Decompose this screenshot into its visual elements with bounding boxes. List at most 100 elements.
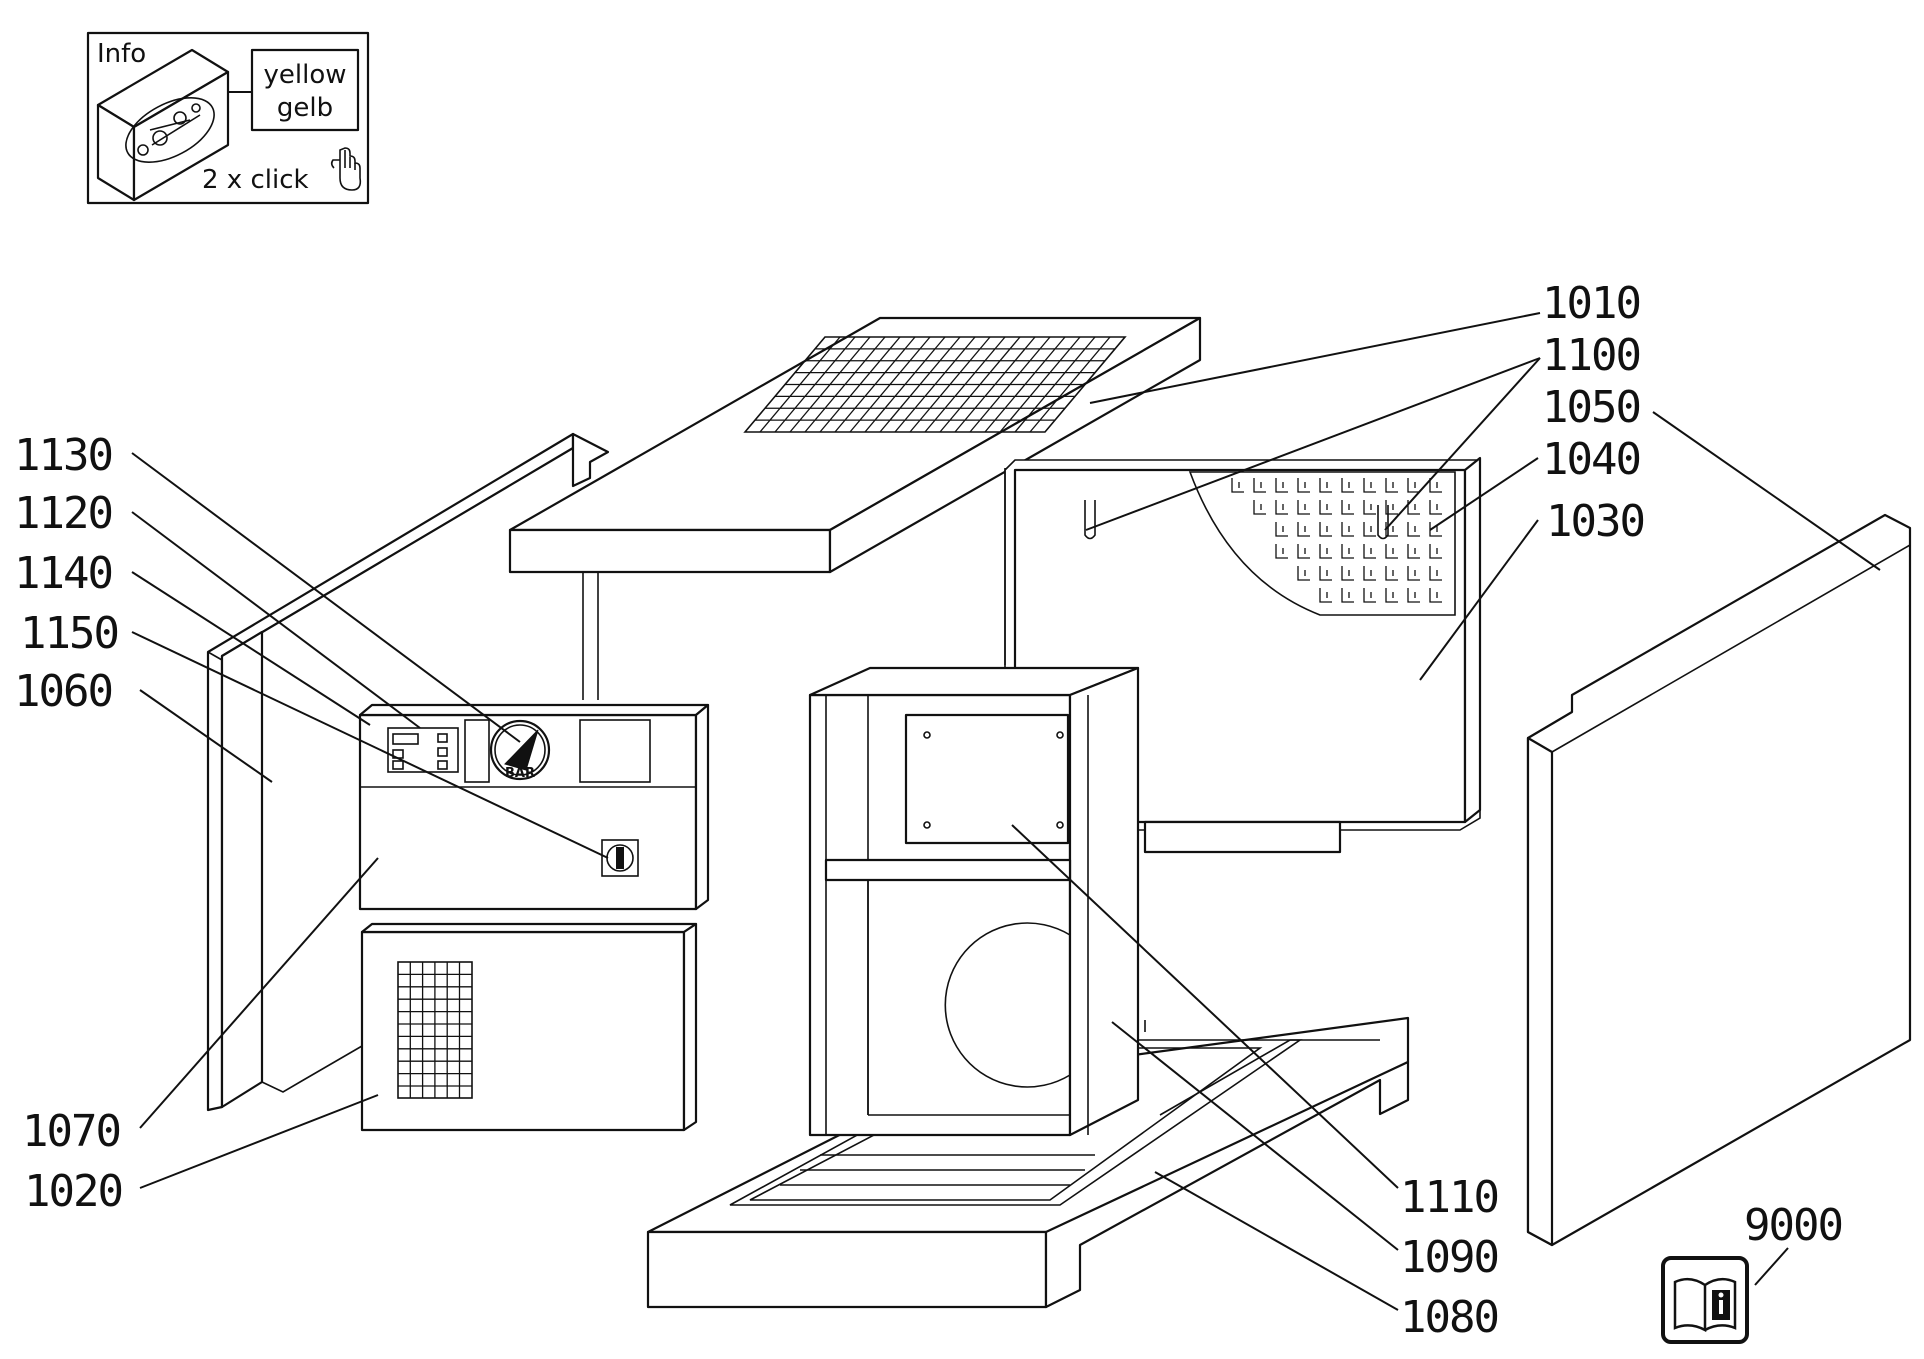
- cutaway-mark: [1407, 522, 1420, 537]
- grid-line: [759, 336, 841, 433]
- cutaway-mark: [1341, 544, 1354, 559]
- cutaway-mark: [1407, 478, 1420, 493]
- cutaway-mark: [1253, 478, 1266, 493]
- grid-line: [789, 336, 871, 433]
- grid-line: [939, 336, 1021, 433]
- pointing-hand-icon: [330, 147, 362, 191]
- left-side-panel: [206, 432, 610, 1112]
- grid-line: [999, 336, 1081, 433]
- cutaway-mark: [1385, 588, 1398, 603]
- callout-1050: 1050: [1542, 382, 1640, 433]
- callout-labels: 1010 1100 1050 1040 1030 1130 1120 1140 …: [14, 278, 1844, 1343]
- cutaway-mark: [1319, 588, 1332, 603]
- control-box: BAR: [358, 703, 710, 911]
- double-click-hint: 2 x click: [202, 165, 309, 195]
- info-title: Info: [97, 39, 146, 69]
- cutaway-mark: [1363, 588, 1376, 603]
- grid-line: [984, 336, 1066, 433]
- grid-line: [834, 336, 916, 433]
- color-name-de: gelb: [277, 93, 333, 123]
- cutaway-mark: [1275, 500, 1288, 515]
- cutaway-mark: [1385, 544, 1398, 559]
- leader-lines: [131, 312, 1881, 1311]
- grid-line: [879, 336, 961, 433]
- fan-opening: [944, 922, 1071, 1088]
- cutaway-mark: [1429, 588, 1442, 603]
- cutaway-mark: [1341, 522, 1354, 537]
- grid-line: [1029, 336, 1111, 433]
- cutaway-mark: [1341, 588, 1354, 603]
- cutaway-mark: [1297, 478, 1310, 493]
- callout-1010: 1010: [1542, 278, 1640, 329]
- cutaway-mark: [1363, 500, 1376, 515]
- manual-info-icon[interactable]: [1661, 1256, 1749, 1344]
- cutaway-mark: [1385, 566, 1398, 581]
- cutaway-mark: [1275, 478, 1288, 493]
- cutaway-mark: [1341, 566, 1354, 581]
- info-box-thumbnail: [96, 48, 230, 202]
- cutaway-mark: [1319, 522, 1332, 537]
- grid-line: [819, 336, 901, 433]
- grid-line: [969, 336, 1051, 433]
- cutaway-mark: [1297, 522, 1310, 537]
- cutaway-mark: [1253, 500, 1266, 515]
- info-box[interactable]: Info yellow gelb 2 x click: [86, 31, 370, 205]
- cutaway-mark: [1407, 566, 1420, 581]
- cutaway-mark: [1319, 566, 1332, 581]
- gauge-unit-label: BAR: [505, 766, 535, 781]
- cutaway-mark: [1363, 566, 1376, 581]
- color-name-en: yellow: [263, 60, 346, 90]
- grid-line: [894, 336, 976, 433]
- grid-line: [774, 336, 856, 433]
- cutaway-mark: [1429, 522, 1442, 537]
- callout-1110: 1110: [1400, 1172, 1498, 1223]
- cutaway-mark: [1363, 522, 1376, 537]
- lower-cabinet-vent-grid: [397, 961, 473, 1099]
- callout-1090: 1090: [1400, 1232, 1498, 1283]
- grid-line: [909, 336, 991, 433]
- cutaway-mark: [1231, 478, 1244, 493]
- callout-1070: 1070: [22, 1106, 120, 1157]
- cutaway-mark: [1385, 478, 1398, 493]
- top-cover-vent-grid: [743, 336, 1127, 433]
- cutaway-mark: [1319, 500, 1332, 515]
- cutaway-mark: [1385, 522, 1398, 537]
- grid-line: [1014, 336, 1096, 433]
- cutaway-mark: [1429, 500, 1442, 515]
- pressure-gauge: BAR: [489, 719, 551, 781]
- cutaway-mark: [1429, 478, 1442, 493]
- grid-line: [864, 336, 946, 433]
- cutaway-mark: [1297, 566, 1310, 581]
- cutaway-mark: [1407, 544, 1420, 559]
- mounting-plate: [904, 713, 1070, 845]
- callout-1150: 1150: [20, 608, 118, 659]
- cutaway-mark: [1341, 478, 1354, 493]
- cutaway-mark: [1319, 478, 1332, 493]
- callout-1080: 1080: [1400, 1292, 1498, 1343]
- cutaway-mark: [1385, 500, 1398, 515]
- grid-line: [954, 336, 1036, 433]
- lower-cabinet: [360, 922, 698, 1132]
- callout-1020: 1020: [24, 1166, 122, 1217]
- callout-1100: 1100: [1542, 330, 1640, 381]
- right-side-panel: [1526, 513, 1912, 1247]
- callout-1030: 1030: [1546, 496, 1644, 547]
- color-swatch-label: [250, 48, 360, 132]
- callout-1130: 1130: [14, 430, 112, 481]
- center-frame: [808, 666, 1140, 1137]
- cutaway-mark: [1341, 500, 1354, 515]
- cutaway-mark: [1363, 544, 1376, 559]
- grid-line: [924, 336, 1006, 433]
- cutaway-mark: [1297, 544, 1310, 559]
- callout-1120: 1120: [14, 488, 112, 539]
- cutaway-mark: [1297, 500, 1310, 515]
- cutaway-mark: [1407, 588, 1420, 603]
- cutaway-mark: [1429, 544, 1442, 559]
- top-cover: [508, 316, 1202, 700]
- callout-9000: 9000: [1744, 1200, 1842, 1251]
- grid-line: [849, 336, 931, 433]
- cutaway-mark: [1275, 544, 1288, 559]
- callout-1140: 1140: [14, 548, 112, 599]
- cutaway-mark: [1275, 522, 1288, 537]
